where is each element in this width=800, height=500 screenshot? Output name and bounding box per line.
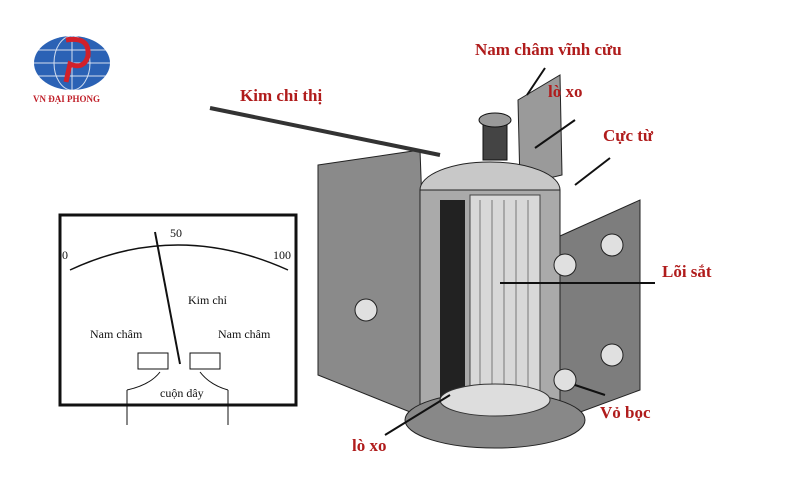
label-permanent-magnet: Nam châm vĩnh cửu — [475, 40, 622, 59]
svg-text:100: 100 — [273, 248, 291, 262]
inset-meter: 0 50 100 Kim chỉ Nam châm Nam châm cuộn … — [58, 213, 298, 425]
label-casing: Vỏ bọc — [600, 403, 651, 422]
svg-text:Kim chỉ: Kim chỉ — [188, 293, 228, 307]
logo-globe-icon — [34, 35, 110, 91]
pointer-arrows — [384, 67, 655, 436]
svg-text:Nam châm: Nam châm — [218, 327, 271, 341]
label-spring-top: lò xo — [548, 82, 583, 101]
label-iron-core: Lõi sắt — [662, 262, 712, 281]
svg-text:Nam châm: Nam châm — [90, 327, 143, 341]
logo-text: VN ĐẠI PHONG — [33, 94, 100, 104]
label-pole: Cực từ — [603, 126, 654, 145]
label-spring-bottom: lò xo — [352, 436, 387, 455]
svg-text:0: 0 — [62, 248, 68, 262]
meter-body — [209, 74, 641, 449]
svg-text:50: 50 — [170, 226, 182, 240]
svg-text:cuộn dây: cuộn dây — [160, 386, 204, 400]
label-needle: Kim chỉ thị — [240, 86, 323, 105]
